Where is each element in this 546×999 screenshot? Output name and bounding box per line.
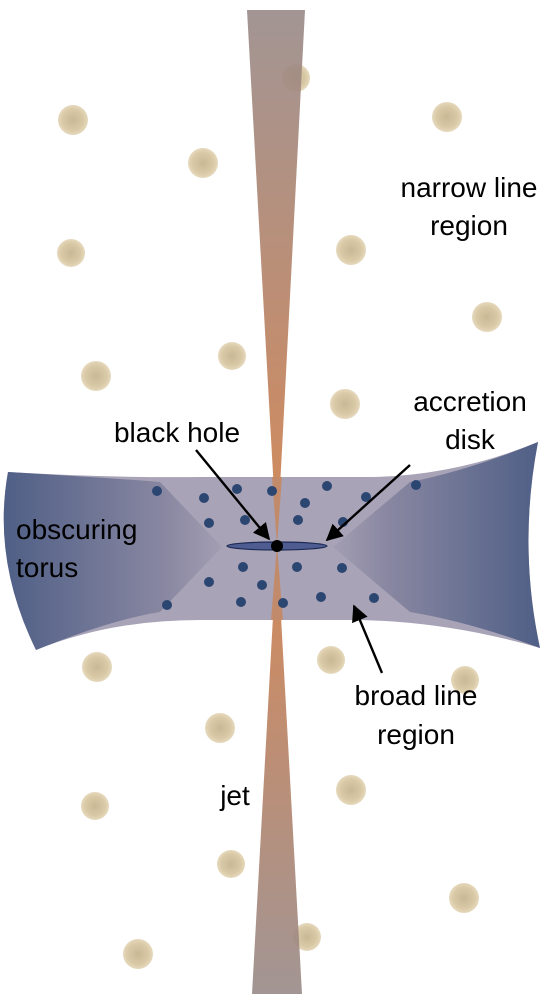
nlr-cloud (336, 235, 366, 265)
blr-cloud (411, 480, 421, 490)
jet-upper (247, 10, 305, 545)
blr-cloud (293, 515, 303, 525)
blr-cloud (238, 562, 248, 572)
blr-cloud (257, 580, 267, 590)
nlr-cloud (123, 939, 153, 969)
blr-cloud (292, 562, 302, 572)
label-accretion-disk-2: disk (445, 424, 496, 455)
nlr-cloud (57, 239, 85, 267)
nlr-cloud (336, 775, 366, 805)
black-hole (271, 540, 283, 552)
blr-cloud (240, 515, 250, 525)
nlr-cloud (472, 302, 502, 332)
nlr-cloud (449, 883, 479, 913)
blr-cloud (278, 598, 288, 608)
label-obscuring-torus-2: torus (16, 552, 78, 583)
label-narrow-line-region-1: narrow line (401, 172, 538, 203)
blr-cloud (300, 498, 310, 508)
label-narrow-line-region-2: region (430, 210, 508, 241)
nlr-cloud (58, 105, 88, 135)
blr-cloud (337, 563, 347, 573)
label-accretion-disk-1: accretion (413, 386, 527, 417)
blr-cloud (322, 481, 332, 491)
label-obscuring-torus-1: obscuring (16, 514, 137, 545)
blr-cloud (204, 518, 214, 528)
nlr-cloud (317, 646, 345, 674)
blr-cloud (369, 593, 379, 603)
blr-cloud (152, 486, 162, 496)
blr-cloud (267, 486, 277, 496)
nlr-cloud (81, 361, 111, 391)
blr-cloud (204, 577, 214, 587)
nlr-cloud (82, 652, 112, 682)
label-jet: jet (219, 780, 250, 811)
nlr-cloud (205, 713, 235, 743)
nlr-cloud (432, 102, 462, 132)
blr-cloud (316, 592, 326, 602)
label-black-hole: black hole (114, 417, 240, 448)
nlr-cloud (188, 148, 218, 178)
blr-cloud (162, 600, 172, 610)
nlr-cloud (81, 792, 109, 820)
label-broad-line-region-1: broad line (355, 680, 478, 711)
nlr-cloud (218, 342, 246, 370)
nlr-cloud (217, 850, 245, 878)
blr-cloud (236, 597, 246, 607)
label-broad-line-region-2: region (377, 719, 455, 750)
blr-cloud (232, 484, 242, 494)
nlr-cloud (330, 389, 360, 419)
blr-cloud (199, 493, 209, 503)
